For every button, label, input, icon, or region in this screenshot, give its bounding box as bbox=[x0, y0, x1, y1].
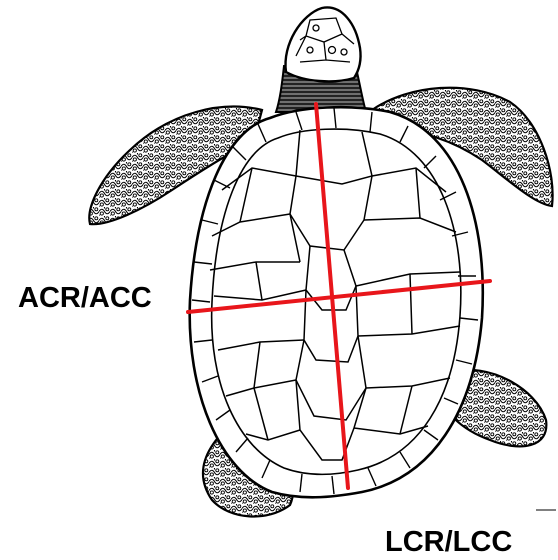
carapace-width-label: ACR/ACC bbox=[18, 284, 152, 313]
carapace-length-label: LCR/LCC bbox=[385, 528, 512, 557]
carapace bbox=[190, 107, 483, 497]
